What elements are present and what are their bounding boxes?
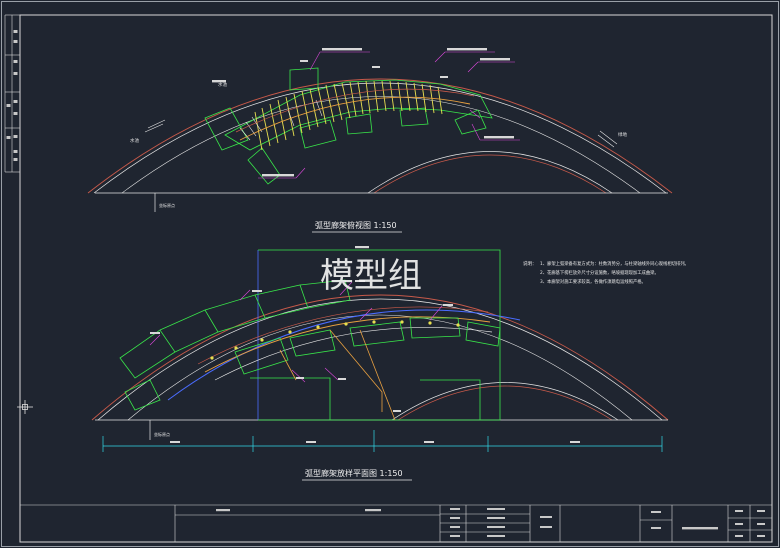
left-hatch [144,119,166,133]
plan-axis-arc [167,309,521,401]
top-view-title: 弧型廊架俯视图 1:150 [315,220,397,230]
top-island-arc [367,151,613,194]
plan-radial-lines [279,329,396,421]
top-left-label: 水池 [130,137,139,144]
top-right-label: 绿地 [618,131,627,138]
top-arc-inner-white [121,96,641,194]
title-block [20,504,772,542]
crosshair-cursor-icon [17,400,33,414]
note-line-2: 2、花廊基下楞栏放外尺寸分设施数，咯坡据现现加工成曲梁。 [540,269,659,276]
right-hatch [597,130,618,148]
top-center-label: 水池 [218,81,227,88]
title-block-text-marks [216,508,765,537]
top-view: 水池 水池 绿地 坐标原点 弧型廊架俯视图 1:150 [87,48,673,233]
plan-dimension-values [170,441,580,443]
plan-beam-arc-3 [197,306,489,365]
plan-arc-outer-red [91,294,669,421]
note-line-3: 3、本廊架对施工要求较高，各做作须跳电运线照产格。 [540,278,646,285]
top-island-arc-red [373,154,607,194]
left-side-strip [4,14,20,173]
top-callouts [258,51,520,179]
plan-callouts [149,281,443,383]
note-line-1: 1、廊架上弧梁备有复方式为：柱数消势分，与柱梁轴线外同心观线相切排列。 [540,260,689,267]
inner-frame [19,14,773,543]
plan-view: 坐标原点 弧型廊架放样平面图 1:150 [91,246,669,481]
plan-arc-inner-white [127,314,633,421]
top-arc-outer-white [93,82,667,194]
notes-label: 说明： [523,260,537,267]
top-annotation-text-marks [212,48,514,177]
notes-block: 说明： 1、廊架上弧梁备有复方式为：柱数消势分，与柱梁轴线外同心观线相切排列。 … [523,260,689,285]
plan-structure [119,249,501,421]
plan-beam-arc-2 [214,327,493,381]
plan-annotation-text-marks [150,246,453,412]
watermark: 模型组 [320,256,422,296]
top-beam-arc [239,96,471,141]
plan-small-markers [210,320,460,360]
top-datum-label: 坐标原点 [159,202,175,208]
plan-island-arc-red [397,385,613,421]
plan-dimension-chain [102,430,663,452]
plan-island-arc [391,382,619,421]
top-arc-outer [87,78,673,194]
top-beam-arc-2 [235,88,475,133]
plan-view-title: 弧型廊架放样平面图 1:150 [305,468,403,478]
plan-beam-arc-1 [204,316,491,373]
plan-arc-outer-white [97,298,663,421]
plan-datum-label: 坐标原点 [154,431,170,437]
